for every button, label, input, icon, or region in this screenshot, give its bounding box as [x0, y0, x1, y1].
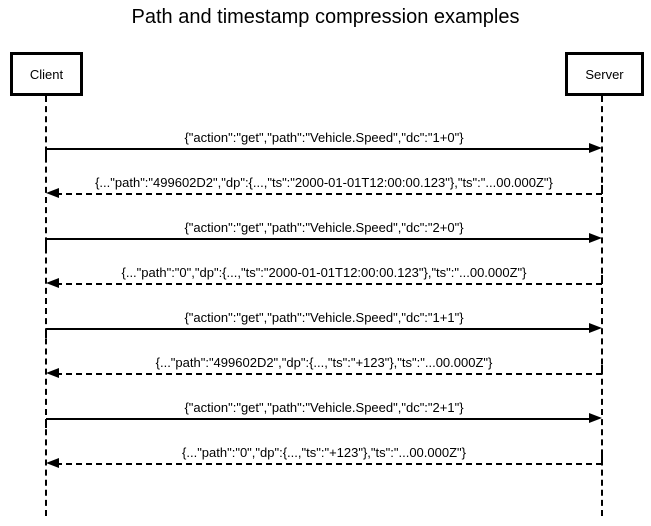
server-lifeline — [601, 96, 603, 516]
arrowhead-left-icon — [46, 458, 59, 468]
diagram-title: Path and timestamp compression examples — [131, 6, 520, 28]
arrowhead-right-icon — [589, 233, 602, 243]
message-line-dashed — [56, 373, 602, 375]
message-origin-tick — [45, 239, 47, 248]
message-origin-tick — [45, 149, 47, 158]
message-origin-tick — [601, 275, 603, 284]
arrowhead-left-icon — [46, 278, 59, 288]
arrowhead-left-icon — [46, 368, 59, 378]
message-origin-tick — [601, 455, 603, 464]
message-origin-tick — [45, 419, 47, 428]
message-label: {"action":"get","path":"Vehicle.Speed","… — [184, 130, 464, 145]
message-line-solid — [46, 148, 591, 150]
arrowhead-right-icon — [589, 143, 602, 153]
arrowhead-right-icon — [589, 323, 602, 333]
actor-box-client: Client — [10, 52, 83, 96]
message-line-dashed — [56, 193, 602, 195]
message-label: {"action":"get","path":"Vehicle.Speed","… — [184, 310, 464, 325]
message-line-solid — [46, 418, 591, 420]
message-line-dashed — [56, 463, 602, 465]
message-line-dashed — [56, 283, 602, 285]
message-line-solid — [46, 238, 591, 240]
actor-client-label: Client — [29, 66, 64, 82]
message-label: {"action":"get","path":"Vehicle.Speed","… — [184, 400, 464, 415]
message-label: {..."path":"0","dp":{...,"ts":"2000-01-0… — [121, 265, 527, 280]
actor-box-server: Server — [565, 52, 644, 96]
message-line-solid — [46, 328, 591, 330]
arrowhead-right-icon — [589, 413, 602, 423]
message-label: {..."path":"0","dp":{...,"ts":"+123"},"t… — [182, 445, 466, 460]
client-lifeline — [45, 96, 47, 516]
message-origin-tick — [601, 365, 603, 374]
arrowhead-left-icon — [46, 188, 59, 198]
message-label: {"action":"get","path":"Vehicle.Speed","… — [184, 220, 464, 235]
message-label: {..."path":"499602D2","dp":{...,"ts":"+1… — [155, 355, 493, 370]
message-origin-tick — [45, 329, 47, 338]
message-label: {..."path":"499602D2","dp":{...,"ts":"20… — [95, 175, 553, 190]
actor-server-label: Server — [585, 66, 624, 82]
message-origin-tick — [601, 185, 603, 194]
